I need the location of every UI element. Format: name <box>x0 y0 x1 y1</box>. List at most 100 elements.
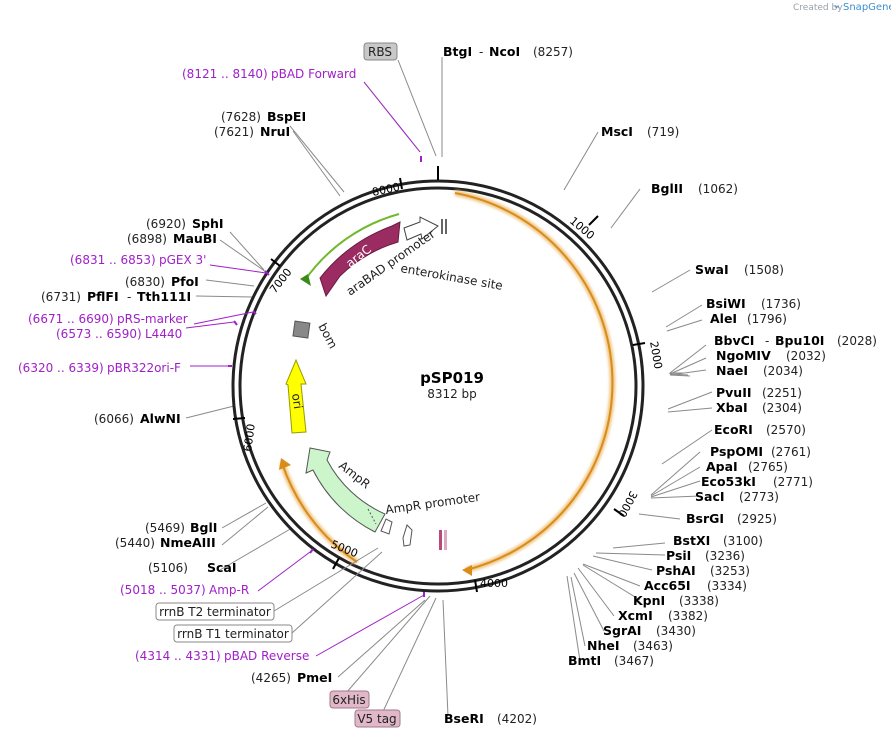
arac-green-outline <box>304 213 400 281</box>
site-bmti-pos: (3467) <box>614 654 654 668</box>
site-psii: PsiI <box>666 548 691 563</box>
primer-leader-lines <box>185 81 425 657</box>
site-kpni: KpnI <box>633 593 665 608</box>
primer-amp-r: Amp-R <box>209 583 249 597</box>
site-ecori-pos: (2570) <box>766 423 806 437</box>
site-msci: MscI <box>601 124 633 139</box>
primer-pbad-reverse: pBAD Reverse <box>224 649 309 663</box>
primer-markers <box>228 156 425 597</box>
site-ncoi-pos: (8257) <box>533 45 573 59</box>
site-nrui: NruI <box>260 124 290 139</box>
site-pshai: PshAI <box>656 563 696 578</box>
site-maubi: MauBI <box>173 231 217 246</box>
site-eco53ki-pos: (2771) <box>773 475 813 489</box>
site-xbai: XbaI <box>716 400 748 415</box>
site-msci-pos: (719) <box>647 125 679 139</box>
rrnb-t2-box <box>155 602 275 621</box>
site-alei-pos: (1796) <box>747 312 787 326</box>
site-ngomiv: NgoMIV <box>716 348 771 363</box>
his-tag-marker <box>439 530 442 550</box>
ruler-label-4000: 4000 <box>480 577 508 590</box>
site-bstxi: BstXI <box>673 533 710 548</box>
site-alwni-pos: (6066) <box>94 412 134 426</box>
site-btgi-dash: - <box>479 45 483 59</box>
site-bglii: BglII <box>651 181 683 196</box>
ruler-label-5000: 5000 <box>329 538 360 561</box>
arac-green-arrowhead <box>300 274 311 286</box>
site-psii-pos: (3236) <box>705 549 745 563</box>
site-bbvci-dash: - <box>765 334 769 348</box>
site-bglii-pos: (1062) <box>698 182 738 196</box>
primer-l4440: L4440 <box>145 327 182 341</box>
site-acc65i-pos: (3334) <box>707 579 747 593</box>
snapgene-logo-icon: ⌁ <box>834 2 840 13</box>
site-scai-pos: (5106) <box>148 561 188 575</box>
primer-amp-r-range: (5018 .. 5037) <box>120 583 206 597</box>
site-bmti: BmtI <box>568 653 601 668</box>
site-naei: NaeI <box>716 363 748 378</box>
site-pvuii: PvuII <box>716 385 752 400</box>
ori-feature <box>285 358 307 434</box>
arac-feature <box>319 221 401 298</box>
site-bspei-pos: (7628) <box>221 110 261 124</box>
site-pflfi-dash: - <box>127 290 131 304</box>
site-bgli: BglI <box>190 520 217 535</box>
site-pvuii-pos: (2251) <box>762 386 802 400</box>
site-pflfi: PflFI <box>87 289 119 304</box>
site-ngomiv-pos: (2032) <box>786 349 826 363</box>
rbs-label: RBS <box>368 45 392 59</box>
enterokinase-site-feature <box>441 219 443 234</box>
enterokinase-site-label: enterokinase site <box>399 261 503 293</box>
site-btgi: BtgI <box>443 44 472 59</box>
backbone-outer <box>231 179 645 593</box>
site-xcmi-pos: (3382) <box>668 609 708 623</box>
his-tag-box <box>329 690 370 709</box>
site-pfoi: PfoI <box>171 274 199 289</box>
site-naei-pos: (2034) <box>763 364 803 378</box>
site-sphi-pos: (6920) <box>146 217 186 231</box>
site-bsrgi: BsrGI <box>686 511 724 526</box>
ori-label: ori <box>289 392 305 409</box>
primer-pbad-forward: pBAD Forward <box>271 67 356 81</box>
primer-prs-marker: pRS-marker <box>117 312 188 326</box>
v5-tag-marker <box>444 530 447 550</box>
site-pspomi-pos: (2761) <box>771 445 811 459</box>
site-nmeaiii: NmeAIII <box>160 535 216 550</box>
site-eco53ki: Eco53kI <box>701 474 756 489</box>
credit-brand: SnapGene <box>843 2 891 13</box>
site-apai-pos: (2765) <box>748 460 788 474</box>
site-acc65i: Acc65I <box>644 578 691 593</box>
site-alei: AleI <box>710 311 737 326</box>
bom-feature <box>292 320 311 339</box>
ampr-promoter-label: AmpR promoter <box>384 490 480 517</box>
primer-pbad-reverse-range: (4314 .. 4331) <box>135 649 221 663</box>
site-bpu10i: Bpu10I <box>775 333 824 348</box>
site-xcmi: XcmI <box>618 608 653 623</box>
site-ncoi: NcoI <box>489 44 520 59</box>
plasmid-name: pSP019 <box>420 369 484 387</box>
site-apai: ApaI <box>706 459 738 474</box>
site-bseri-pos: (4202) <box>497 712 537 726</box>
primer-pgex3-range: (6831 .. 6853) <box>70 253 156 267</box>
site-bsiwi: BsiWI <box>706 296 746 311</box>
backbone-inner <box>238 186 638 586</box>
site-bsrgi-pos: (2925) <box>737 512 777 526</box>
leader-lines <box>185 57 713 719</box>
site-pspomi: PspOMI <box>710 444 763 459</box>
rrnb-t1-box <box>173 624 293 643</box>
plasmid-size: 8312 bp <box>427 387 477 401</box>
site-bbvci: BbvCI <box>714 333 754 348</box>
primer-pbr322ori: pBR322ori-F <box>107 361 181 375</box>
site-bseri: BseRI <box>444 711 484 726</box>
ruler-ticks <box>232 177 646 593</box>
site-pshai-pos: (3253) <box>710 564 750 578</box>
ruler-label-2000: 2000 <box>647 340 665 370</box>
credit-text: Created by <box>793 3 843 13</box>
v5-tag-label: V5 tag <box>357 712 396 726</box>
his-tag-label: 6xHis <box>332 693 365 707</box>
site-bsiwi-pos: (1736) <box>761 297 801 311</box>
site-nhei: NheI <box>587 638 620 653</box>
ruler-label-8000: 8000 <box>371 180 401 199</box>
site-saci-pos: (2773) <box>739 490 779 504</box>
site-saci: SacI <box>695 489 725 504</box>
